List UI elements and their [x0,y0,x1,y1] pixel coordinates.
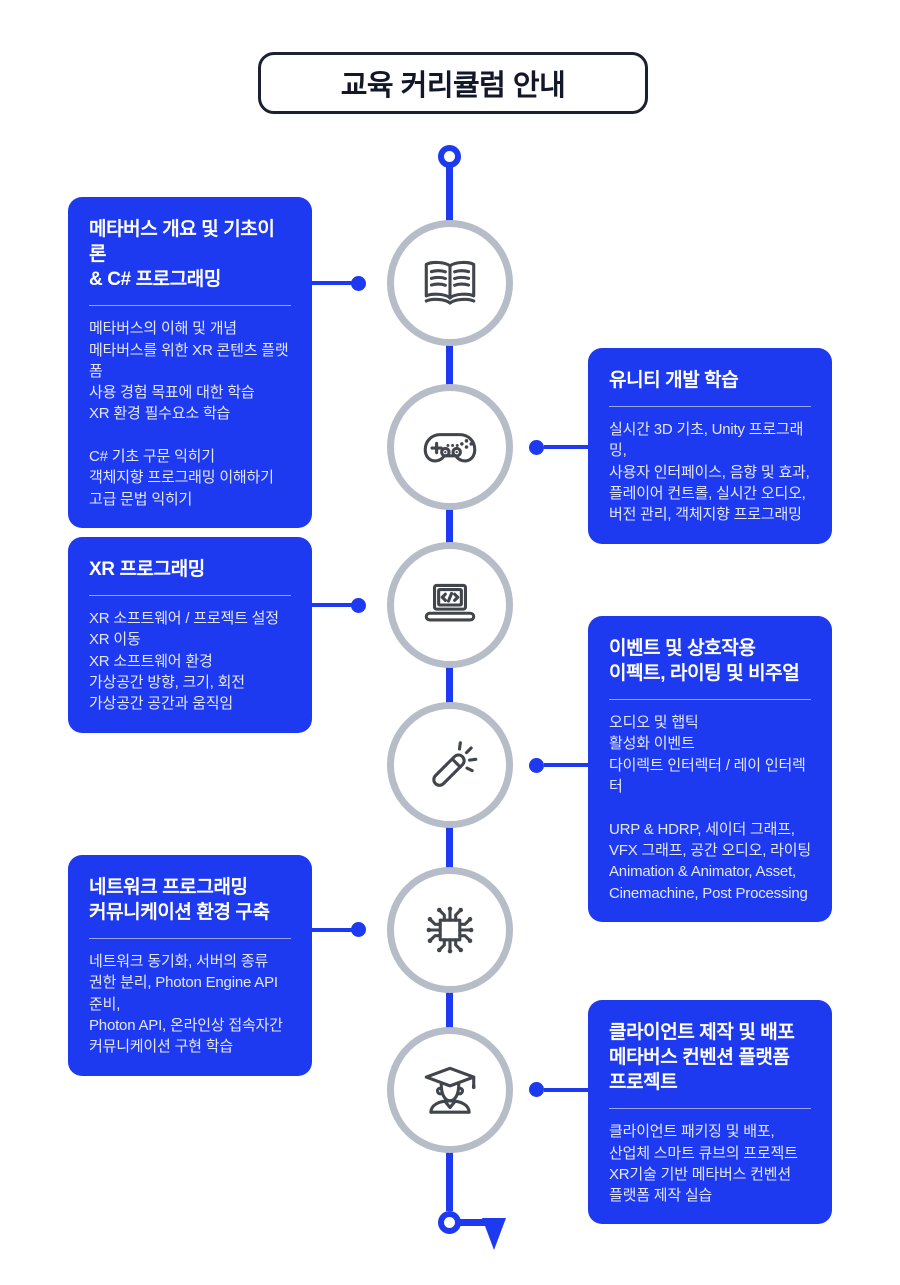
timeline-line [446,167,453,1211]
panel-details: 오디오 및 햅틱 활성화 이벤트 다이렉트 인터렉터 / 레이 인터렉터 URP… [609,714,811,902]
panel-divider [89,595,291,597]
connector-line [544,763,588,767]
timeline-node-4 [387,702,513,828]
panel-title: 메타버스 개요 및 기초이론 & C# 프로그래밍 [89,219,275,291]
panel-client-deployment: 클라이언트 제작 및 배포 메타버스 컨벤션 플랫폼 프로젝트 클라이언트 패키… [588,1000,832,1225]
panel-title: 클라이언트 제작 및 배포 메타버스 컨벤션 플랫폼 프로젝트 [609,1022,795,1094]
arrow-down-icon [482,1218,506,1250]
connector-dot [351,598,366,613]
panel-xr-programming: XR 프로그래밍 XR 소프트웨어 / 프로젝트 설정 XR 이동 XR 소프트… [68,537,312,733]
panel-title: 네트워크 프로그래밍 커뮤니케이션 환경 구축 [89,877,270,924]
timeline-node-5 [387,867,513,993]
panel-events-effects: 이벤트 및 상호작용 이펙트, 라이팅 및 비주얼 오디오 및 햅틱 활성화 이… [588,616,832,922]
gamepad-icon [423,433,477,463]
timeline-end-bar [460,1219,486,1226]
connector-line [544,1088,588,1092]
timeline-node-3 [387,542,513,668]
panel-divider [89,305,291,307]
panel-divider [609,699,811,701]
connector-dot [529,440,544,455]
connector-dot [351,276,366,291]
page-title: 교육 커리큘럼 안내 [258,52,648,114]
connector-dot [529,758,544,773]
connector-dot [351,922,366,937]
panel-network-programming: 네트워크 프로그래밍 커뮤니케이션 환경 구축 네트워크 동기화, 서버의 종류… [68,855,312,1076]
panel-details: XR 소프트웨어 / 프로젝트 설정 XR 이동 XR 소프트웨어 환경 가상공… [89,610,279,713]
laptop-code-icon [424,583,476,622]
panel-title: 유니티 개발 학습 [609,370,739,391]
page-title-text: 교육 커리큘럼 안내 [340,70,566,102]
timeline-node-2 [387,384,513,510]
panel-details: 네트워크 동기화, 서버의 종류 권한 분리, Photon Engine AP… [89,953,283,1056]
panel-details: 실시간 3D 기초, Unity 프로그래밍, 사용자 인터페이스, 음향 및 … [609,421,810,524]
panel-unity-learning: 유니티 개발 학습 실시간 3D 기초, Unity 프로그래밍, 사용자 인터… [588,348,832,544]
panel-details: 메타버스의 이해 및 개념 메타버스를 위한 XR 콘텐츠 플랫폼 사용 경험 … [89,320,289,508]
panel-title: 이벤트 및 상호작용 이펙트, 라이팅 및 비주얼 [609,638,800,685]
panel-metaverse-basics: 메타버스 개요 및 기초이론 & C# 프로그래밍 메타버스의 이해 및 개념 … [68,197,312,528]
connector-line [312,281,359,285]
panel-divider [89,938,291,940]
connector-line [312,928,359,932]
magic-wand-icon [432,741,478,787]
panel-divider [609,1108,811,1110]
open-book-icon [424,260,476,305]
connector-line [544,445,588,449]
graduate-icon [424,1066,476,1114]
chip-icon [426,906,474,954]
connector-dot [529,1082,544,1097]
timeline-node-1 [387,220,513,346]
panel-title: XR 프로그래밍 [89,559,205,580]
panel-details: 클라이언트 패키징 및 배포, 산업체 스마트 큐브의 프로젝트 XR기술 기반… [609,1123,798,1205]
timeline-node-6 [387,1027,513,1153]
connector-line [312,603,359,607]
panel-divider [609,406,811,408]
timeline-start-ring [438,145,461,168]
timeline-end-ring [438,1211,461,1234]
